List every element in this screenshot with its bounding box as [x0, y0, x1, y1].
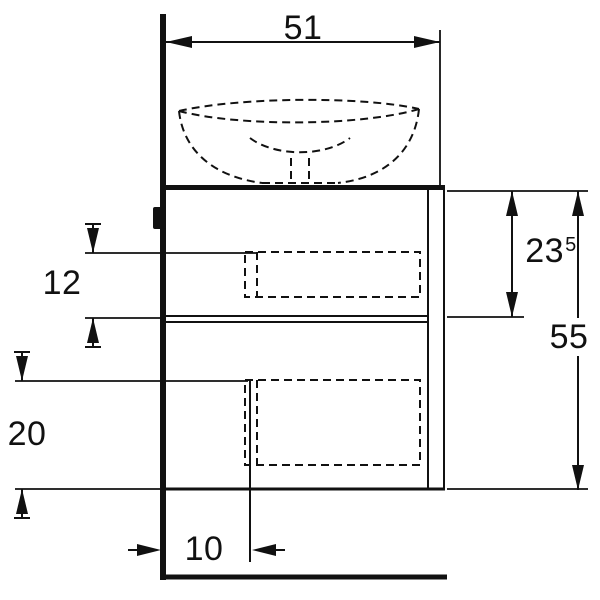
dim-label-width: 51 [284, 11, 323, 45]
dim-55-arrow-down [572, 465, 584, 490]
dim-label-total-height: 55 [545, 318, 593, 356]
dim-width-value: 51 [283, 9, 323, 47]
dim-upper-drawer-12 [85, 223, 256, 348]
cabinet-outline [160, 185, 445, 491]
upper-drawer-hidden-lines [244, 251, 421, 298]
basin-back-rim [178, 98, 420, 112]
dim-51-arrow-left [166, 36, 192, 48]
upper-drawer-box [244, 251, 421, 298]
dim-upper-height-value: 23 [525, 232, 565, 270]
dim-12-arrow-up [87, 318, 99, 343]
lower-drawer-box [244, 379, 421, 466]
dim-upper-height-235 [447, 190, 588, 318]
wall-bracket-mark [153, 207, 166, 229]
dim-width-51 [166, 30, 441, 186]
dim-10-arrow-left [252, 544, 276, 556]
dim-label-upper-height: 235 [525, 234, 576, 268]
basin-right-wall [337, 108, 420, 184]
dim-label-bottom-offset: 10 [185, 532, 224, 566]
lower-drawer-hidden-lines [244, 379, 421, 466]
dim-55-arrow-up [572, 191, 584, 216]
basin-inner-bottom [249, 137, 351, 154]
basin-front-rim [178, 108, 420, 124]
dim-12-arrow-down [87, 228, 99, 253]
dim-235-arrow-down [506, 292, 518, 317]
dim-bottom-offset-10 [128, 381, 285, 562]
wall-bracket [153, 207, 166, 229]
basin-left-wall [178, 110, 263, 184]
dim-bottom-offset-value: 10 [184, 530, 224, 568]
dim-upper-height-superscript: 5 [565, 234, 577, 256]
dim-lower-drawer-20 [14, 351, 248, 519]
dim-20-arrow-down [16, 356, 28, 381]
dim-label-upper-drawer: 12 [43, 266, 82, 300]
dim-51-arrow-right [414, 36, 440, 48]
dim-upper-drawer-value: 12 [42, 264, 82, 302]
dim-lower-drawer-value: 20 [7, 415, 47, 453]
dim-20-arrow-up [16, 489, 28, 514]
dim-total-height-value: 55 [549, 318, 589, 356]
washbasin-dashed-outline [178, 98, 420, 184]
dim-label-lower-drawer: 20 [8, 417, 47, 451]
dim-10-arrow-right [137, 544, 161, 556]
dim-235-arrow-up [506, 191, 518, 216]
